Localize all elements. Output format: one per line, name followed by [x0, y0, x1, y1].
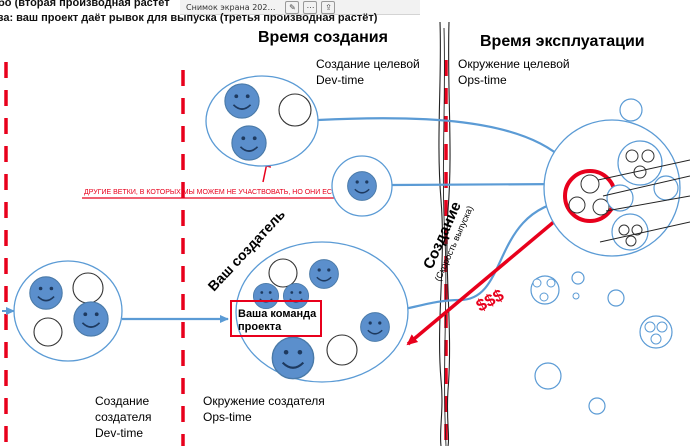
ops-circle — [619, 98, 643, 122]
ops-circle — [546, 278, 556, 288]
ops-circle — [650, 333, 662, 345]
face-icon — [252, 282, 280, 310]
ops-circle — [539, 292, 549, 302]
empty-member — [580, 174, 600, 194]
face-icon — [231, 125, 267, 161]
header-line-2: за: ваш проект даёт рывок для выпуска (т… — [0, 12, 378, 24]
sub-group — [611, 213, 649, 251]
more-icon[interactable]: ⋯ — [303, 0, 318, 14]
empty-member — [568, 196, 586, 214]
face-icon — [346, 170, 378, 202]
target-dev-line2: Dev-time — [316, 73, 364, 87]
target-dev-line1: Создание целевой — [316, 57, 420, 71]
ops-circle — [656, 321, 668, 333]
arrow-target-dev-to-ops — [317, 117, 565, 161]
empty-member — [72, 272, 104, 304]
empty-member — [641, 149, 655, 163]
face-icon — [73, 301, 109, 337]
empty-member — [326, 334, 358, 366]
empty-member — [618, 224, 630, 236]
empty-member — [278, 93, 312, 127]
section-operation-time: Время эксплуатации — [480, 33, 645, 50]
money-label: $$$ — [473, 285, 507, 315]
handdrawn-boundary — [438, 21, 443, 446]
arrow-branch-to-ops — [391, 180, 569, 189]
empty-member — [592, 198, 610, 216]
face-icon — [28, 275, 64, 311]
creator-dev-line2: создателя — [95, 410, 151, 424]
handdrawn-boundary-3 — [442, 27, 447, 446]
ops-circle — [644, 321, 656, 333]
empty-member — [625, 149, 639, 163]
handdrawn-boundary-2 — [446, 21, 451, 446]
other-branches-text: ДРУГИЕ ВЕТКИ, В КОТОРЫХ МЫ МОЖЕМ НЕ УЧАС… — [84, 189, 341, 196]
creator-ops-line2: Ops-time — [203, 410, 252, 424]
edit-icon[interactable]: ✎ — [285, 0, 300, 14]
ops-circle — [607, 289, 625, 307]
target-ops-line2: Ops-time — [458, 73, 507, 87]
sketch-line — [602, 175, 690, 197]
empty-member — [631, 224, 643, 236]
face-icon — [282, 282, 310, 310]
empty-member — [625, 235, 637, 247]
empty-member — [268, 258, 298, 288]
viewer-tab-bar: Снимок экрана 202… ✎ ⋯ ⇪ — [180, 0, 420, 15]
target-ops-line1: Окружение целевой — [458, 57, 570, 71]
ops-circle — [572, 292, 580, 300]
money-arrow — [406, 198, 582, 346]
sketch-line — [605, 195, 690, 212]
sub-group — [606, 184, 634, 212]
creator-dev-line3: Dev-time — [95, 426, 143, 440]
creator-ops-line1: Окружение создателя — [203, 394, 325, 408]
share-icon[interactable]: ⇪ — [321, 0, 336, 14]
ops-circle — [571, 271, 585, 285]
ops-circle — [534, 362, 562, 390]
face-icon — [271, 336, 315, 380]
header-line-1: бо (вторая производная растёт — [0, 0, 170, 9]
section-creation-time: Время создания — [258, 29, 388, 46]
face-icon — [359, 311, 391, 343]
ops-circle — [588, 397, 606, 415]
team-box — [230, 300, 322, 337]
face-icon — [308, 258, 340, 290]
tab-screenshot[interactable]: Снимок экрана 202… — [186, 2, 276, 12]
team-line-2: проекта — [238, 321, 282, 333]
face-icon — [224, 83, 260, 119]
creator-dev-line1: Создание — [95, 394, 149, 408]
team-line-1: Ваша команда — [238, 308, 317, 320]
empty-member — [33, 317, 63, 347]
sketch-line — [597, 159, 690, 181]
sketch-line — [599, 221, 690, 243]
ops-circle — [532, 278, 542, 288]
